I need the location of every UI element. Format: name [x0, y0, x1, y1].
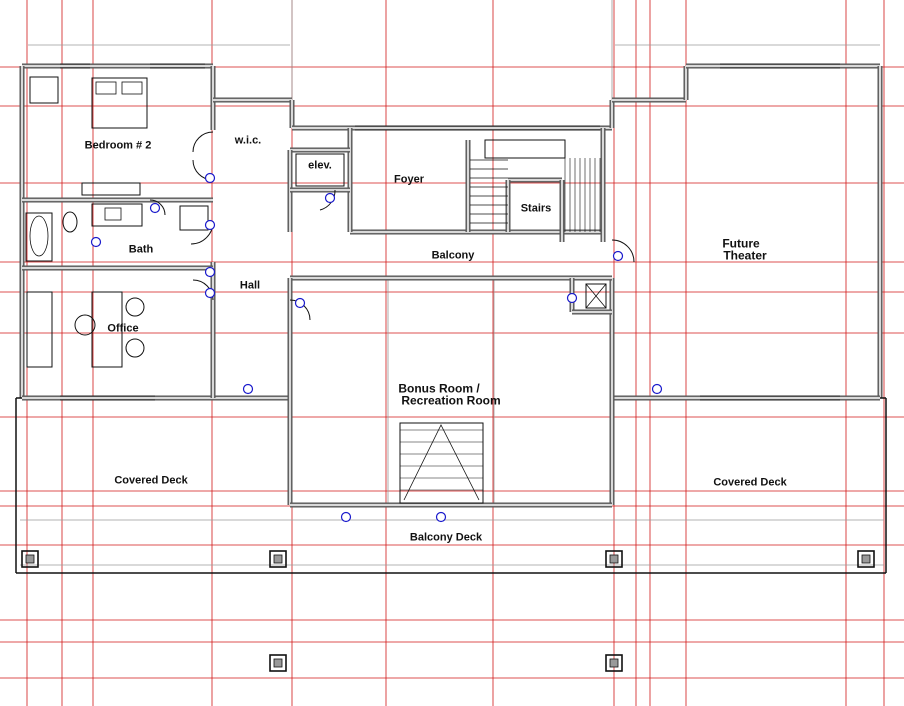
room-label-covered-deck-left: Covered Deck	[114, 474, 188, 487]
deck-post-core	[609, 554, 619, 564]
door-marker	[204, 172, 216, 184]
deck-post	[605, 550, 623, 568]
tub-basin	[29, 215, 49, 257]
room-label-recreation: Recreation Room	[401, 393, 501, 408]
door-markers	[90, 172, 663, 523]
bed	[91, 77, 148, 129]
room-label-theater: Theater	[723, 248, 767, 263]
office-chair	[125, 338, 145, 358]
fixtures	[25, 63, 840, 504]
deck-post-core	[609, 658, 619, 668]
door-marker	[340, 511, 352, 523]
door-marker	[204, 219, 216, 231]
door-marker	[324, 192, 336, 204]
deck-post-core	[25, 554, 35, 564]
exterior-walls	[15, 63, 887, 672]
sink	[104, 207, 122, 221]
door-marker	[435, 511, 447, 523]
room-label-covered-deck-right: Covered Deck	[713, 476, 787, 489]
armchair	[29, 76, 59, 104]
mech-shaft-x	[585, 283, 607, 309]
door-swing	[611, 239, 635, 263]
deck-post	[857, 550, 875, 568]
door-swing	[149, 199, 166, 216]
office-table	[91, 291, 123, 368]
pillow	[121, 81, 143, 95]
deck-post-core	[273, 658, 283, 668]
door-marker	[566, 292, 578, 304]
room-label-balcony-deck: Balcony Deck	[409, 531, 483, 544]
room-label-wic: w.i.c.	[234, 134, 262, 147]
door-marker	[90, 236, 102, 248]
deck-post	[21, 550, 39, 568]
light-context-lines	[20, 0, 884, 566]
room-label-elev: elev.	[308, 159, 332, 172]
door-marker	[651, 383, 663, 395]
door-marker	[149, 202, 161, 214]
office-desk	[26, 291, 53, 368]
door-marker	[612, 250, 624, 262]
linen-closet	[179, 205, 209, 231]
floor-opening	[399, 422, 484, 504]
deck-post	[269, 654, 287, 672]
room-label-future: Future	[722, 236, 760, 251]
opening-arrow	[403, 424, 480, 501]
room-label-bath: Bath	[128, 243, 154, 256]
room-label-hall: Hall	[239, 279, 261, 292]
deck-post	[269, 550, 287, 568]
deck-post	[605, 654, 623, 672]
mech-shaft	[585, 283, 607, 309]
door-marker	[204, 287, 216, 299]
room-label-bedroom: Bedroom # 2	[84, 139, 152, 152]
deck-post-core	[861, 554, 871, 564]
vanity	[91, 203, 143, 227]
office-chair	[74, 314, 96, 336]
room-label-foyer: Foyer	[394, 173, 424, 186]
bathtub	[25, 212, 53, 262]
room-label-stairs: Stairs	[520, 202, 552, 215]
door-swing	[192, 131, 214, 153]
dresser	[81, 182, 141, 196]
door-marker	[204, 266, 216, 278]
elevator-car	[295, 153, 345, 187]
toilet	[62, 211, 78, 233]
door-marker	[294, 297, 306, 309]
door-marker	[242, 383, 254, 395]
room-label-office: Office	[107, 322, 139, 335]
room-label-bonus: Bonus Room /	[398, 381, 480, 396]
stair-landing	[484, 139, 566, 159]
office-chair	[125, 297, 145, 317]
deck-post-core	[273, 554, 283, 564]
room-label-balcony: Balcony	[431, 249, 475, 262]
pillow	[95, 81, 117, 95]
